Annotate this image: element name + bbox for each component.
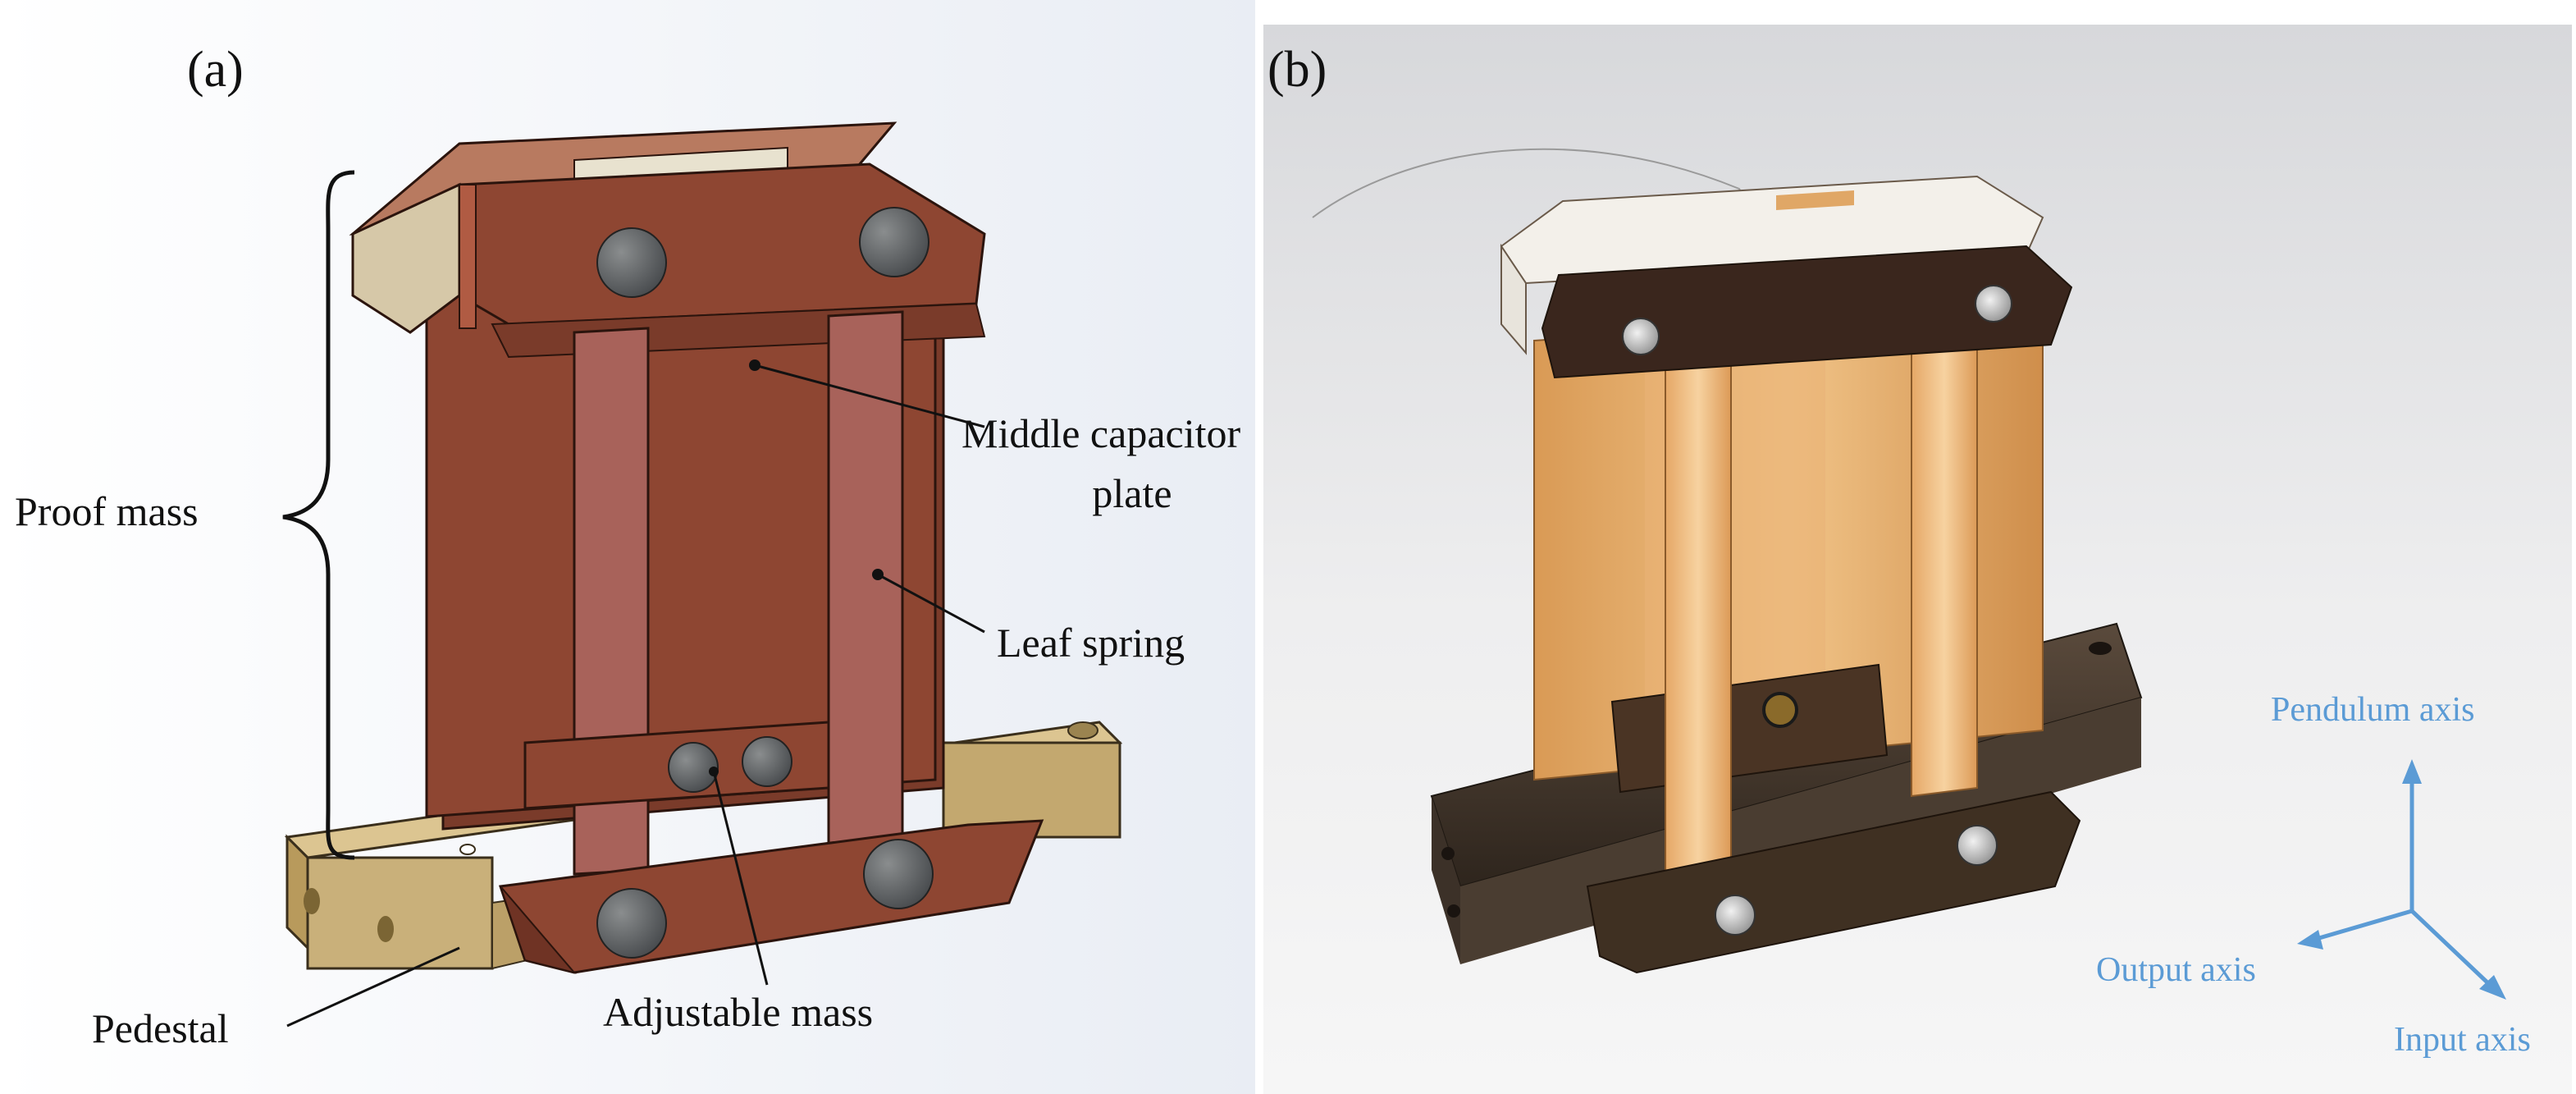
leader-pedestal bbox=[286, 946, 460, 1028]
leader-adjustable-mass bbox=[712, 771, 769, 986]
label-pendulum-axis: Pendulum axis bbox=[2271, 691, 2475, 729]
input-axis-arrow bbox=[2410, 909, 2492, 986]
panel-b-tag: (b) bbox=[1267, 42, 1327, 98]
panel-a: (a) bbox=[0, 0, 1255, 1094]
label-leaf-spring: Leaf spring bbox=[997, 620, 1185, 666]
output-axis-arrow bbox=[2313, 909, 2413, 942]
proof-mass-model bbox=[349, 121, 1044, 974]
label-middle-capacitor-2: plate bbox=[1092, 470, 1172, 516]
leader-middle-capacitor bbox=[754, 364, 985, 428]
label-pedestal: Pedestal bbox=[92, 1005, 229, 1051]
accelerometer-photo bbox=[1430, 175, 2143, 974]
panel-b: (b) bbox=[1263, 25, 2572, 1094]
label-middle-capacitor-1: Middle capacitor bbox=[961, 410, 1240, 456]
axis-triad: Pendulum axis Output axis Input axis bbox=[2096, 691, 2531, 1059]
label-output-axis: Output axis bbox=[2096, 951, 2256, 989]
panel-a-tag: (a) bbox=[187, 42, 244, 98]
leader-leaf-spring bbox=[877, 573, 985, 634]
label-proof-mass: Proof mass bbox=[15, 488, 199, 534]
label-input-axis: Input axis bbox=[2394, 1021, 2531, 1059]
proof-mass-brace bbox=[282, 170, 355, 860]
label-adjustable-mass: Adjustable mass bbox=[603, 989, 873, 1035]
